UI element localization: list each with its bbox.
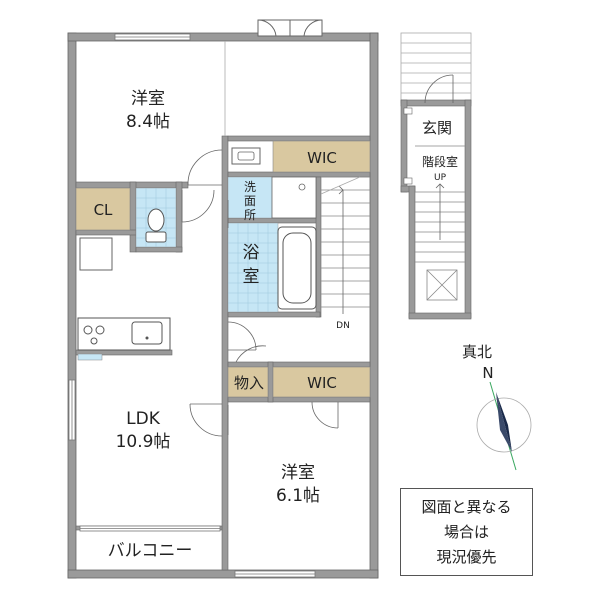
stairwell-label: 階段室 — [422, 154, 458, 169]
bathtub-icon — [277, 226, 317, 310]
toilet-icon — [145, 208, 167, 243]
stair-down-label: DN — [336, 321, 350, 331]
ldk-door — [189, 403, 223, 437]
western-room-1: 洋室 8.4帖 — [126, 89, 170, 132]
western-room-2-name: 洋室 — [281, 463, 315, 483]
washing-machine-space — [271, 176, 317, 219]
top-door — [257, 19, 323, 37]
wic-lower-label: WIC — [307, 374, 337, 392]
compass-north-letter: N — [482, 364, 493, 382]
notice-line-3: 現況優先 — [436, 547, 497, 566]
stair-up-label: UP — [434, 173, 447, 183]
western-room-2-size: 6.1帖 — [276, 486, 320, 506]
stove-icon — [83, 325, 105, 345]
washroom-char-3: 所 — [244, 208, 256, 222]
western-room-1-door — [187, 149, 223, 186]
balcony-sliding-door — [79, 525, 221, 532]
bathroom-char-2: 室 — [243, 267, 260, 287]
windows — [68, 33, 316, 578]
notice-box: 図面と異なる 場合は 現況優先 — [400, 488, 533, 576]
bathroom-char-1: 浴 — [243, 243, 260, 263]
storage: 物入 — [227, 366, 269, 398]
entrance-label: 玄関 — [422, 119, 452, 137]
ldk-name: LDK — [126, 409, 161, 429]
balcony-label: バルコニー — [108, 541, 193, 561]
washroom-char-1: 洗 — [244, 180, 256, 194]
kitchen-counter — [77, 317, 171, 351]
interior-stairs — [320, 176, 370, 314]
closet: CL — [75, 187, 131, 231]
notice-line-1: 図面と異なる — [421, 497, 512, 516]
closet-label: CL — [94, 201, 113, 219]
wic-upper-label: WIC — [307, 149, 337, 167]
outer-walls — [67, 32, 379, 579]
refrigerator-space — [79, 237, 113, 271]
toilet-door — [181, 189, 215, 223]
western-room-2: 洋室 6.1帖 — [276, 463, 320, 506]
bathroom: 浴 室 — [227, 222, 317, 313]
storage-doors — [227, 321, 339, 429]
washroom-char-2: 面 — [244, 194, 256, 208]
ldk-size: 10.9帖 — [116, 432, 171, 452]
notice-line-2: 場合は — [443, 522, 489, 541]
compass: 真北 N — [462, 343, 532, 471]
balcony: バルコニー — [108, 541, 193, 561]
washroom: 洗 面 所 — [227, 176, 317, 222]
western-room-1-size: 8.4帖 — [126, 112, 170, 132]
storage-label: 物入 — [234, 374, 264, 392]
western-room-1-name: 洋室 — [131, 89, 165, 109]
wic-lower: WIC — [272, 366, 371, 398]
sink-icon — [131, 321, 163, 345]
wic-upper: WIC — [272, 140, 371, 173]
compass-label: 真北 — [462, 343, 492, 361]
stairwell-structure: 玄関 階段室 UP — [400, 32, 472, 320]
toilet-room — [135, 187, 177, 248]
kitchen-shelf — [77, 353, 103, 361]
ldk-room: LDK 10.9帖 — [116, 409, 171, 452]
